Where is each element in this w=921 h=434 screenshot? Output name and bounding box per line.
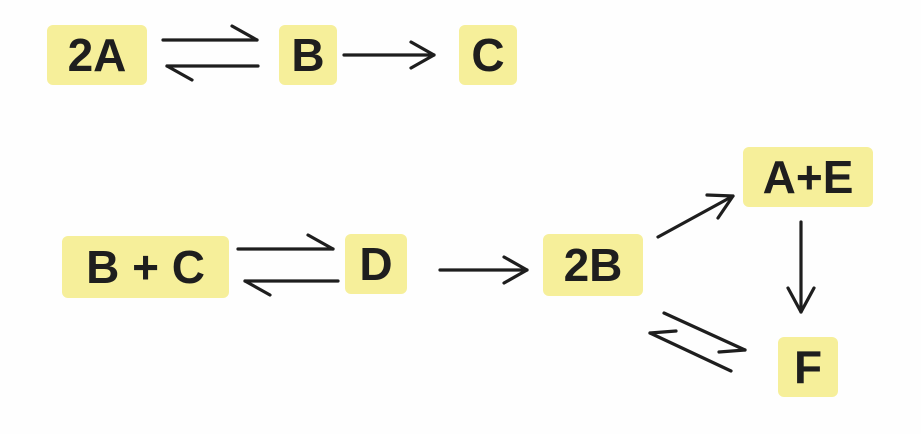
species-2a: 2A <box>47 25 147 85</box>
forward-arrow-b-c <box>342 40 436 70</box>
equilibrium-arrow-2a-b <box>161 24 260 82</box>
equilibrium-arrow-2b-f <box>648 311 747 373</box>
forward-arrow-ae-f <box>786 220 816 314</box>
equilibrium-arrow-bc-d <box>236 233 340 297</box>
species-b-plus-c: B + C <box>62 236 229 298</box>
species-f: F <box>778 337 838 397</box>
species-d: D <box>345 234 407 294</box>
species-b: B <box>279 25 337 85</box>
species-c: C <box>459 25 517 85</box>
species-2b: 2B <box>543 234 643 296</box>
species-a-plus-e: A+E <box>743 147 873 207</box>
forward-arrow-2b-ae <box>656 193 735 239</box>
forward-arrow-d-2b <box>438 255 529 285</box>
